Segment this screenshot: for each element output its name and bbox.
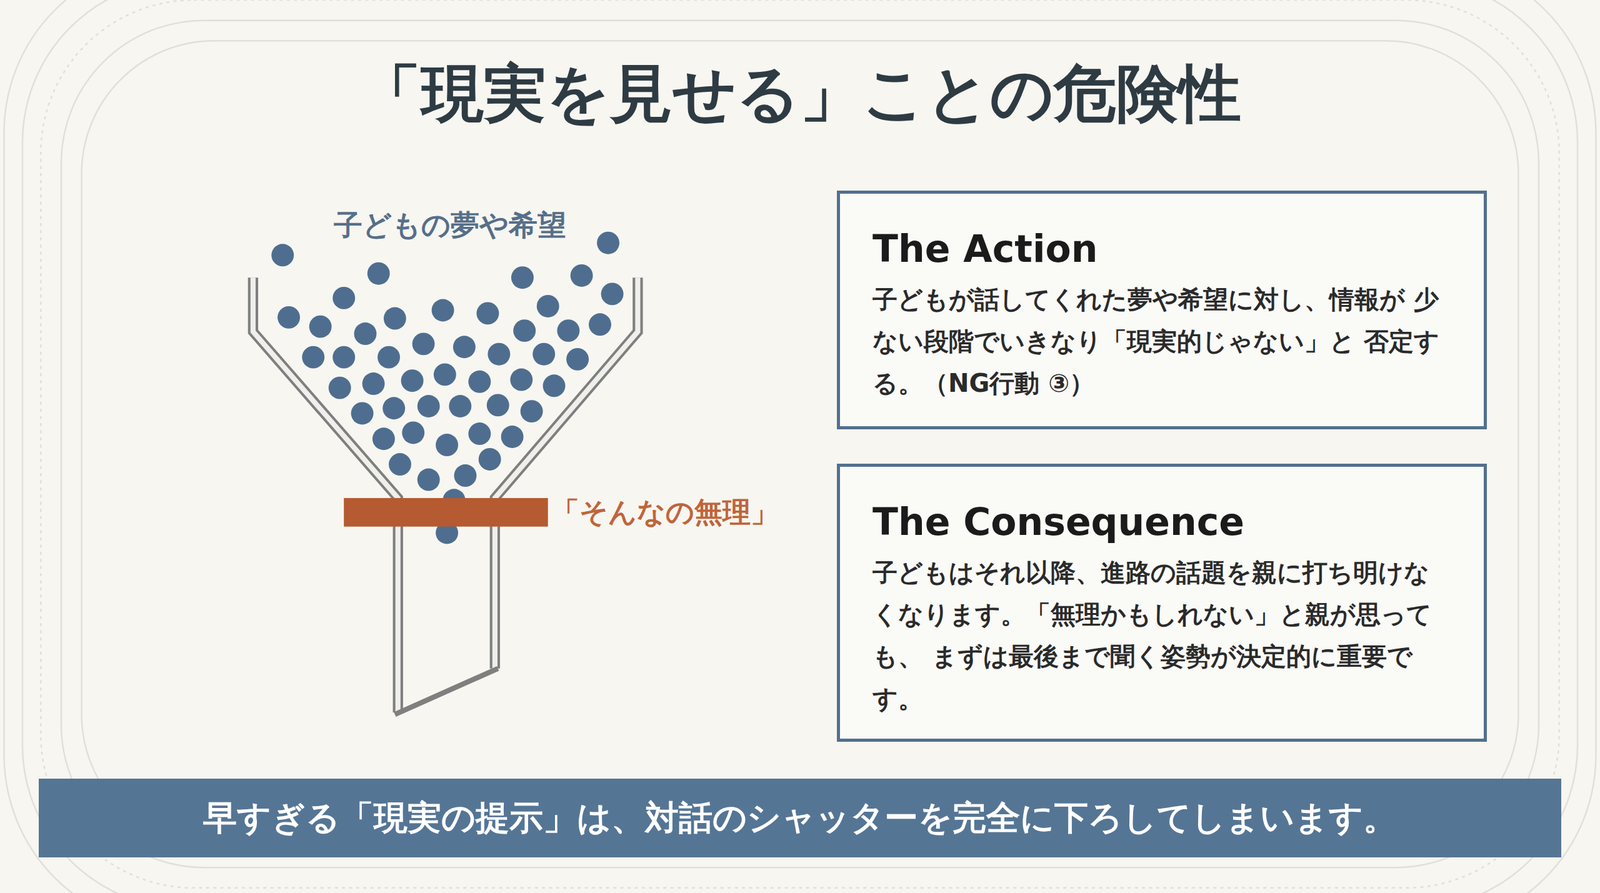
funnel-bottom [395, 668, 499, 715]
box-body: 子どもが話してくれた夢や希望に対し、情報が 少ない段階でいきなり「現実的じゃない… [872, 278, 1453, 405]
action-box: The Action 子どもが話してくれた夢や希望に対し、情報が 少ない段階でいき… [836, 190, 1487, 430]
box-body: 子どもはそれ以降、進路の話題を親に打ち明けな くなります。「無理かもしれない」と… [872, 551, 1459, 720]
frame-line [40, 0, 1559, 889]
frame-line [81, 40, 1519, 847]
consequence-box: The Consequence 子どもはそれ以降、進路の話題を親に打ち明けな くな… [836, 463, 1487, 742]
box-heading: The Consequence [872, 499, 1459, 545]
frame-line [22, 0, 1578, 893]
block-bar [343, 498, 549, 527]
input-label: 子どもの夢や希望 [312, 206, 588, 245]
background-frames [4, 0, 1597, 893]
block-label: 「そんなの無理」 [551, 493, 779, 532]
summary-band: 早すぎる「現実の提示」は、対話のシャッターを完全に下ろしてしまいます。 [38, 778, 1562, 858]
band-text: 早すぎる「現実の提示」は、対話のシャッターを完全に下ろしてしまいます。 [203, 795, 1397, 842]
frame-line [4, 0, 1597, 893]
funnel-wall [253, 277, 399, 713]
funnel-wall-inner [253, 277, 399, 713]
box-heading: The Action [872, 226, 1453, 272]
funnel-wall [495, 277, 639, 669]
page-title: 「現実を見せる」ことの危険性 [0, 56, 1600, 132]
funnel-wall-inner [495, 277, 639, 669]
frame-line [61, 20, 1539, 869]
